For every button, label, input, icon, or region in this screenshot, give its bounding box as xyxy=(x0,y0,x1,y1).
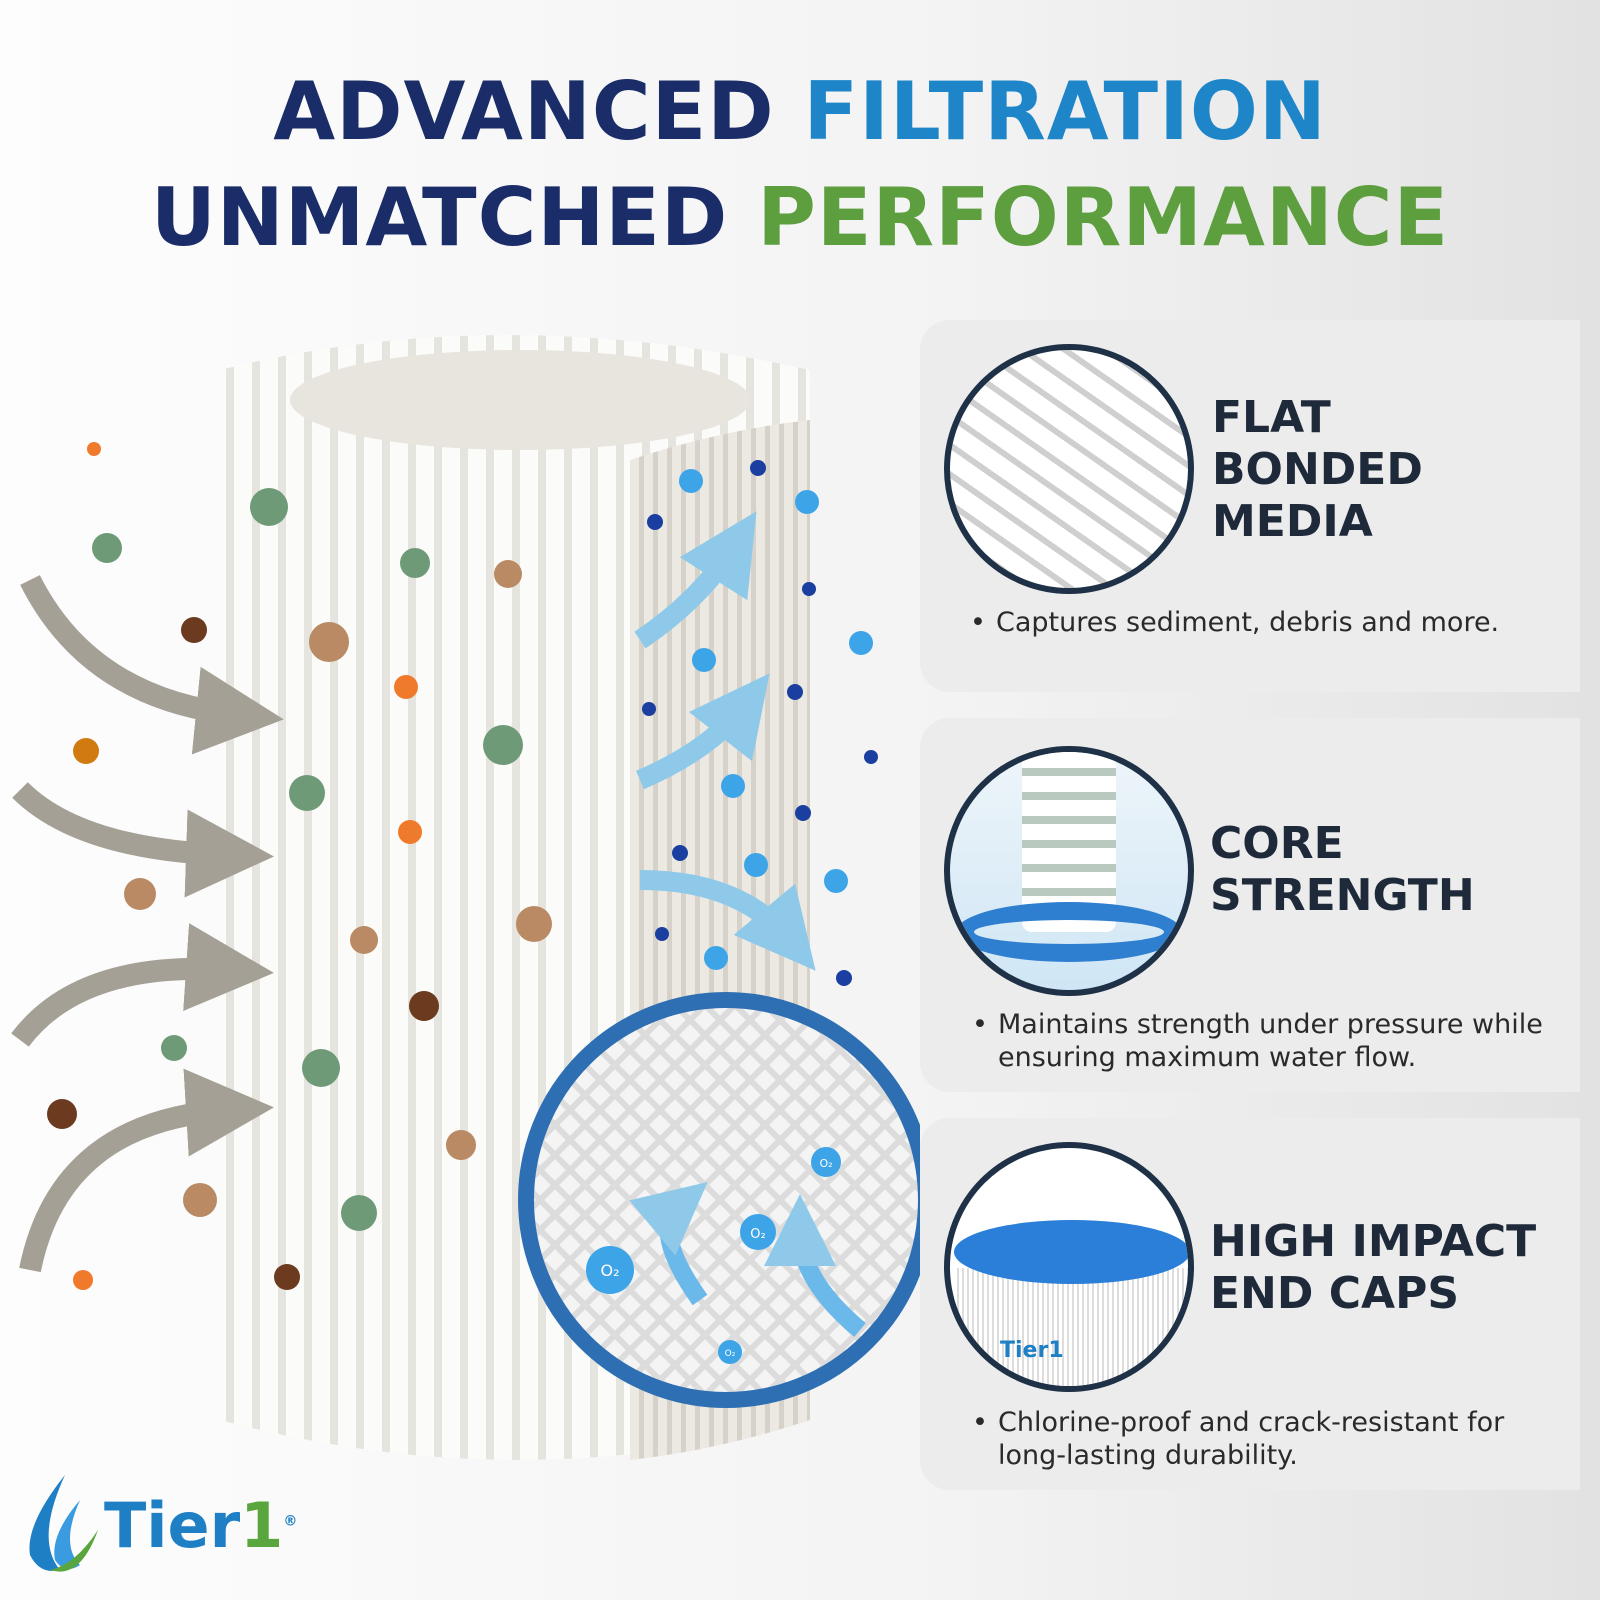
filter-core-opening xyxy=(290,350,750,450)
headline-word: PERFORMANCE xyxy=(757,171,1450,264)
oxygen-label: O₂ xyxy=(750,1227,765,1242)
contaminant-particles xyxy=(47,442,552,1290)
water-flow-arrows-out xyxy=(634,511,816,971)
clean-water-bubbles xyxy=(642,460,878,986)
water-drop-leaf-icon xyxy=(29,1475,98,1572)
headline-word: UNMATCHED xyxy=(150,171,729,264)
logo-wordmark: Tier1® xyxy=(104,1488,298,1562)
oxygen-label: O₂ xyxy=(819,1157,832,1170)
filter-core-icon xyxy=(944,746,1194,996)
tier1-logo: Tier1® xyxy=(20,1470,297,1580)
headline-line-2: UNMATCHED PERFORMANCE xyxy=(0,178,1600,258)
headline-line-1: ADVANCED FILTRATION xyxy=(0,72,1600,152)
filter-illustration: O₂ O₂ O₂ O₂ xyxy=(11,335,920,1460)
feature-description: Captures sediment, debris and more. xyxy=(970,606,1576,639)
headline-word: FILTRATION xyxy=(803,65,1327,158)
end-cap-logo-text: Tier1 xyxy=(1000,1338,1064,1363)
feature-description: Chlorine-proof and crack-resistant for l… xyxy=(972,1406,1578,1472)
woven-media-icon xyxy=(944,344,1194,594)
oxygen-label: O₂ xyxy=(725,1349,736,1359)
oxygen-label: O₂ xyxy=(600,1261,619,1280)
end-cap-icon: Tier1 xyxy=(944,1142,1194,1392)
magnified-media-inset: O₂ O₂ O₂ O₂ xyxy=(518,992,920,1408)
feature-description: Maintains strength under pressure while … xyxy=(972,1008,1578,1074)
water-flow-arrows-in xyxy=(11,575,284,1273)
headline-word: ADVANCED xyxy=(273,65,775,158)
